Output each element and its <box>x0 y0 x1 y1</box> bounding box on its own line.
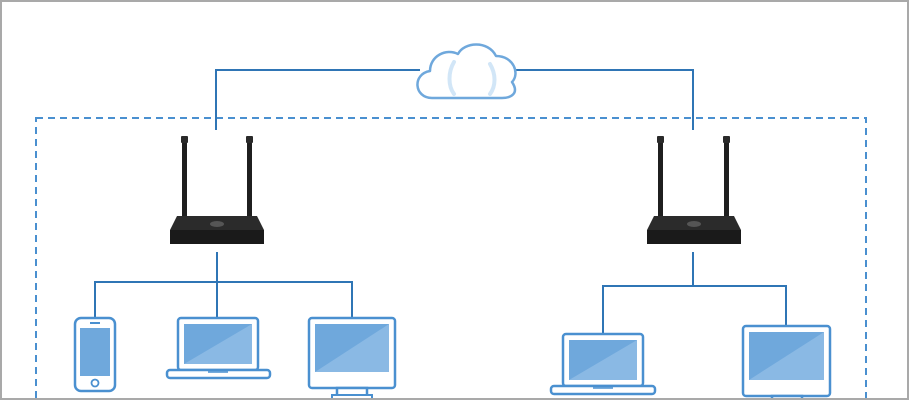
router-left-device-links <box>94 252 353 320</box>
cloud-icon <box>416 43 517 100</box>
router-right-icon <box>647 136 741 244</box>
link-cloud-router-right <box>514 69 694 130</box>
desktop-monitor-icon <box>307 316 397 398</box>
desktop-monitor-icon <box>741 324 832 398</box>
laptop-icon <box>549 332 657 396</box>
laptop-icon <box>165 316 272 380</box>
router-left-icon <box>170 136 264 244</box>
smartphone-icon <box>73 316 117 393</box>
router-right-device-links <box>602 252 787 334</box>
cloud-connection-lines <box>215 69 694 130</box>
local-network-boundary <box>35 117 867 398</box>
link-cloud-router-left <box>215 69 420 130</box>
